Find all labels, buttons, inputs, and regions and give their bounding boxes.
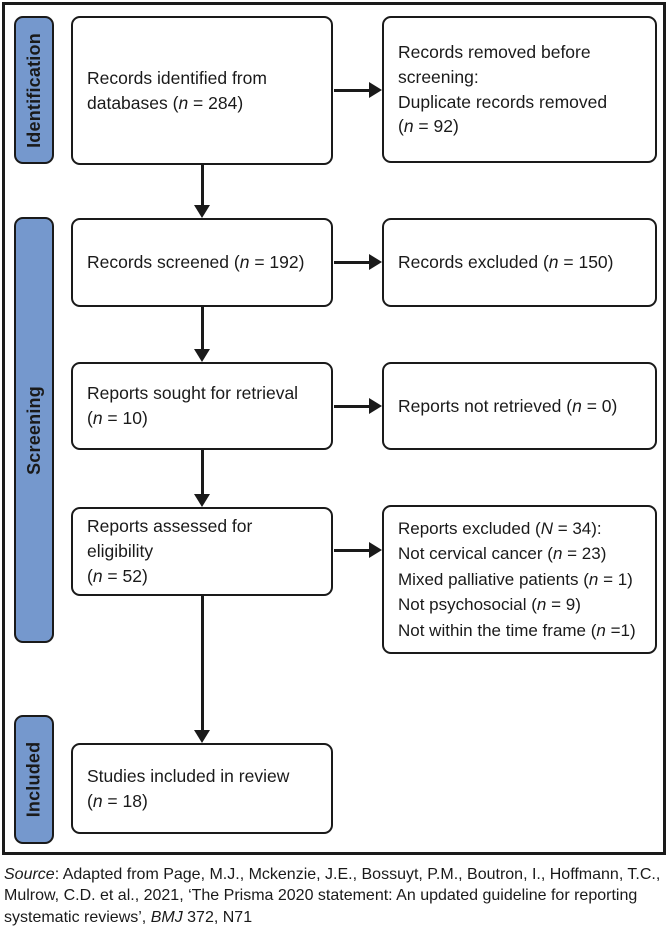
box-reports-sought: Reports sought for retrieval(n = 10) <box>71 362 333 450</box>
stage-label-screening-text: Screening <box>23 385 44 475</box>
stage-label-included-text: Included <box>23 741 44 818</box>
box-records-excluded: Records excluded (n = 150) <box>382 218 657 307</box>
box-reports-excluded-eligibility: Reports excluded (N = 34):Not cervical c… <box>382 505 657 654</box>
stage-label-screening: Screening <box>14 217 54 643</box>
arrow-assessed-to-excluded <box>334 549 369 552</box>
arrow-sought-to-not-retrieved <box>334 405 369 408</box>
arrow-identified-to-screened <box>201 165 204 206</box>
stage-label-identification-text: Identification <box>23 32 44 148</box>
arrow-sought-to-assessed <box>201 450 204 495</box>
box-reports-not-retrieved: Reports not retrieved (n = 0) <box>382 362 657 450</box>
arrow-screened-to-sought <box>201 307 204 350</box>
diagram-outer-border <box>2 2 666 855</box>
arrow-identified-to-removed <box>334 89 369 92</box>
stage-label-included: Included <box>14 715 54 844</box>
stage-label-identification: Identification <box>14 16 54 164</box>
box-records-screened: Records screened (n = 192) <box>71 218 333 307</box>
box-studies-included: Studies included in review(n = 18) <box>71 743 333 834</box>
source-citation: Source: Adapted from Page, M.J., Mckenzi… <box>4 866 661 926</box>
arrow-assessed-to-included <box>201 596 204 731</box>
arrow-screened-to-excluded <box>334 261 369 264</box>
box-reports-assessed: Reports assessed for eligibility(n = 52) <box>71 507 333 596</box>
